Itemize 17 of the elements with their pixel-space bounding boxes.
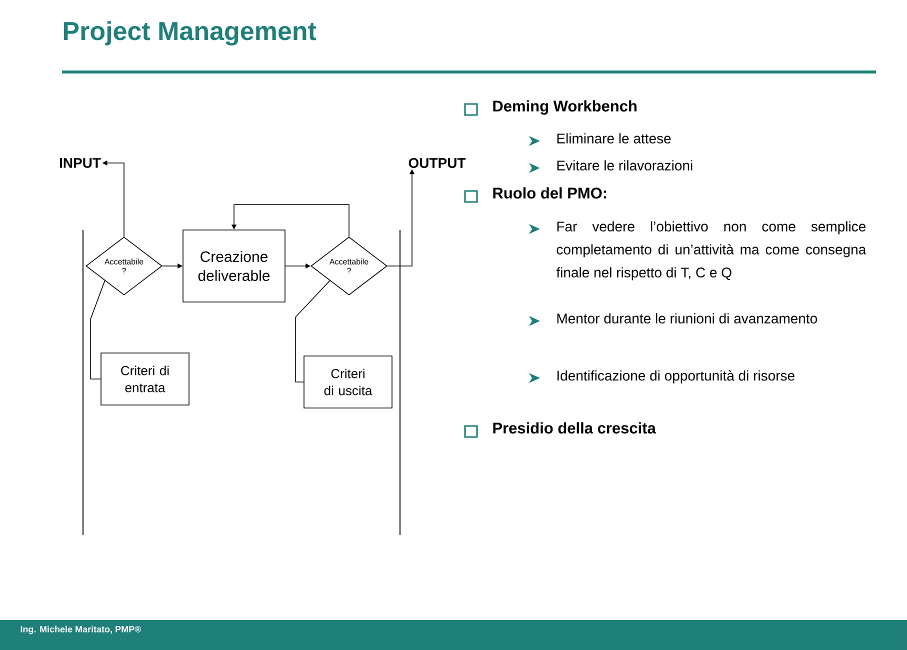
bullet-heading: Ruolo del PMO:: [493, 187, 606, 199]
author-name: Ing. Michele Maritato, PMP®: [20, 626, 142, 634]
bullet-text: Evitare le rilavorazioni: [557, 160, 692, 170]
leader-line: [295, 280, 330, 382]
criteria-box: Criteri di entrata: [100, 352, 190, 406]
bullet-text: Identificazione di opportunità di risorse: [558, 370, 794, 384]
criteria-box: Criteri di uscita: [304, 356, 392, 408]
process-box: Creazione deliverable: [182, 230, 286, 302]
bullet-text: Far vedere l’obiettivo non come semplice completamento di un’attività ma come consegna finale nel rispetto di T, C e Q: [556, 221, 866, 280]
flow-label: OUTPUT: [408, 158, 466, 168]
flow-label: INPUT: [60, 158, 101, 168]
bullet-heading: Deming Workbench: [493, 100, 636, 115]
leader-line: [90, 280, 106, 380]
title: Project Management: [64, 21, 316, 46]
bullet-text: Mentor durante le riunioni di avanzamento: [557, 313, 818, 324]
bullet-heading: Presidio della crescita: [493, 422, 656, 434]
bullet-text: Eliminare le attese: [557, 133, 671, 144]
